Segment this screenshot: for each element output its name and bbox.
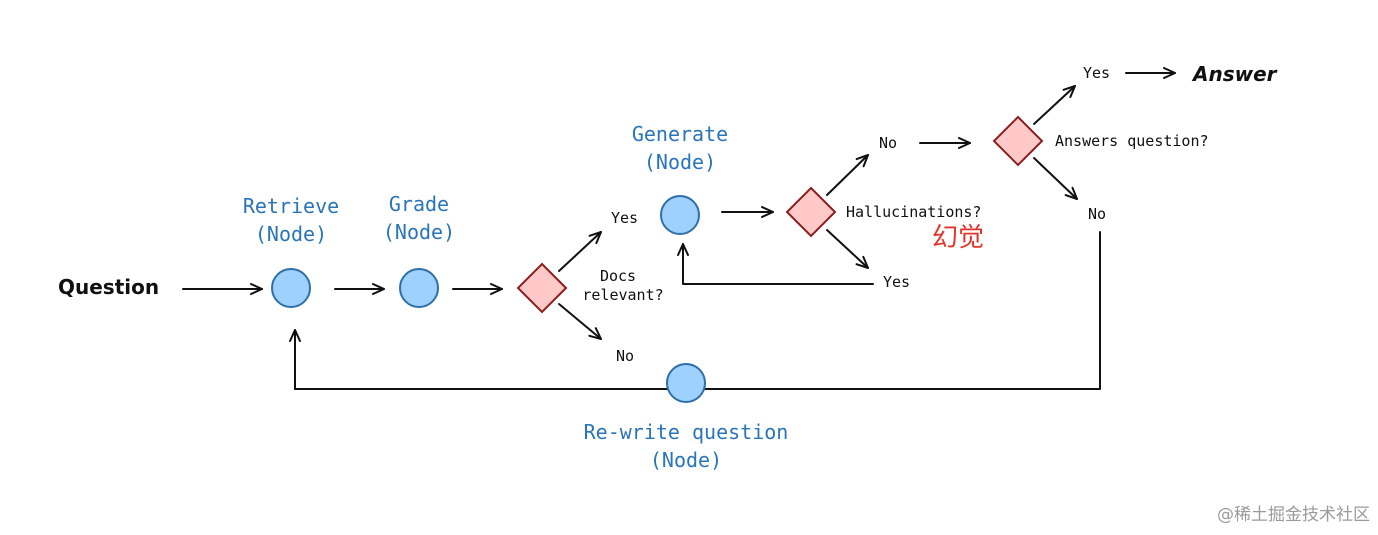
halluc-yes-label: Yes [883,273,910,291]
answers-yes-label: Yes [1083,64,1110,82]
answers-question-label: Answers question? [1055,132,1209,150]
docs-relevant-label-line1: Docs [600,267,636,285]
docs-no-label: No [616,347,634,365]
retrieve-node [271,268,311,308]
rewrite-node-subtitle: (Node) [650,448,722,472]
retrieve-node-title: Retrieve [243,194,339,218]
retrieve-node-subtitle: (Node) [255,222,327,246]
docs-relevant-decision [516,262,568,314]
generate-node-title: Generate [632,122,728,146]
answers-no-label: No [1088,205,1106,223]
grade-node-title: Grade [389,192,449,216]
arrow-halluc-yes [826,229,869,269]
generate-node [660,195,700,235]
rewrite-node [666,363,706,403]
arrow-halluc-yes-regenerate [677,243,874,285]
question-label: Question [58,275,159,299]
grade-node [399,268,439,308]
hallucinations-label: Hallucinations? [846,203,981,221]
arrow-halluc-no [826,154,869,196]
hallucinations-decision [785,186,837,238]
watermark: @稀土掘金技术社区 [1217,505,1370,525]
arrow-answers-yes [1033,85,1076,125]
docs-yes-label: Yes [611,209,638,227]
answer-label: Answer [1191,62,1278,86]
answers-question-decision [992,115,1044,167]
hallucination-annotation: 幻觉 [932,223,984,253]
docs-relevant-label-line2: relevant? [582,286,663,304]
rewrite-node-title: Re-write question [584,420,789,444]
halluc-no-label: No [879,134,897,152]
rewrite-loop-line [294,231,1101,390]
generate-node-subtitle: (Node) [644,150,716,174]
arrow-answers-no [1033,157,1078,200]
grade-node-subtitle: (Node) [383,220,455,244]
arrow-docs-no [558,303,602,340]
arrow-docs-yes [558,231,602,272]
